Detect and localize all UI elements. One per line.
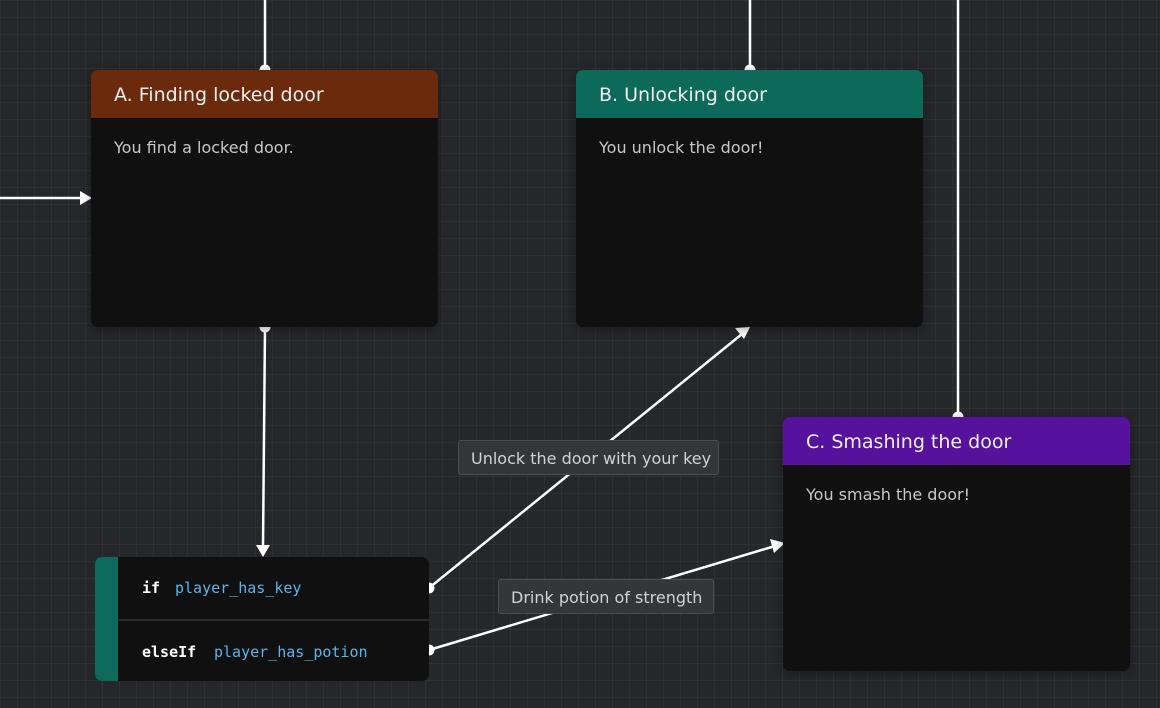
condition-variable: player_has_key <box>175 579 302 597</box>
wire-a-to-branch <box>261 325 267 548</box>
node-b-header[interactable]: B. Unlocking door <box>576 70 923 119</box>
arrowhead-icon <box>80 191 92 205</box>
choice-label-unlock[interactable]: Unlock the door with your key <box>458 440 719 475</box>
node-c-body: You smash the door! <box>806 485 971 504</box>
node-a[interactable]: A. Finding locked door You find a locked… <box>91 70 438 327</box>
node-a-body: You find a locked door. <box>114 138 294 157</box>
condition-variable: player_has_potion <box>214 643 368 661</box>
node-a-header[interactable]: A. Finding locked door <box>91 70 438 119</box>
condition-keyword: if <box>142 579 161 597</box>
condition-row-if[interactable]: if player_has_key <box>118 557 429 621</box>
arrowhead-icon <box>770 539 785 553</box>
node-b[interactable]: B. Unlocking door You unlock the door! <box>576 70 923 327</box>
node-c[interactable]: C. Smashing the door You smash the door! <box>783 417 1130 671</box>
branch-node[interactable]: if player_has_key elseIf player_has_poti… <box>95 557 429 681</box>
choice-label-potion[interactable]: Drink potion of strength <box>498 579 714 614</box>
arrowhead-icon <box>735 327 750 339</box>
node-b-body: You unlock the door! <box>599 138 764 157</box>
arrowhead-icon <box>256 545 270 557</box>
node-c-header[interactable]: C. Smashing the door <box>783 417 1130 466</box>
condition-keyword: elseIf <box>142 643 197 661</box>
branch-accent-bar <box>95 557 118 681</box>
condition-row-elseif[interactable]: elseIf player_has_potion <box>118 620 429 681</box>
